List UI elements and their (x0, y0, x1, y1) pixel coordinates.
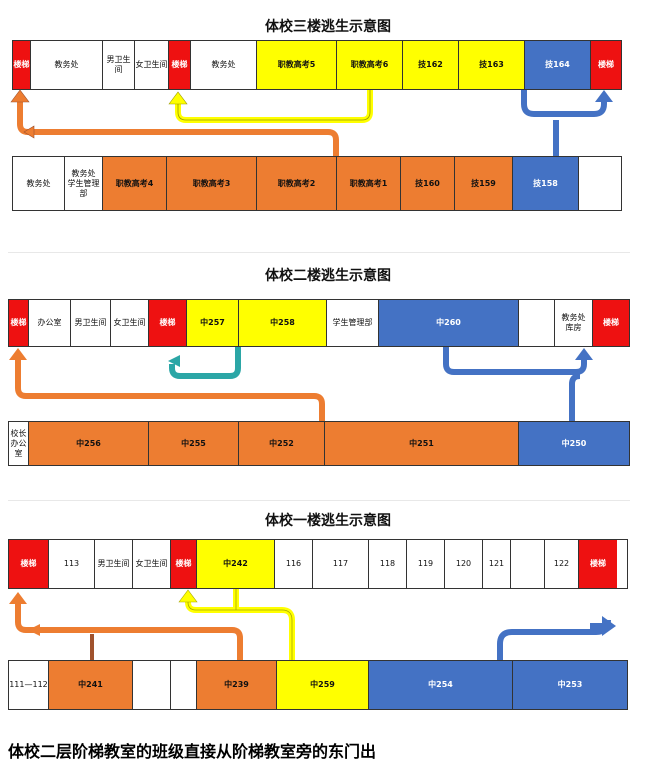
room-cell: 中252 (239, 422, 325, 465)
room-cell: 中257 (187, 300, 239, 346)
stairwell-cell: 楼梯 (13, 41, 31, 89)
room-cell: 职教高考2 (257, 157, 337, 210)
stairwell-cell: 楼梯 (9, 300, 29, 346)
room-cell: 教务处 学生管理部 (65, 157, 103, 210)
room-cell: 中242 (197, 540, 275, 588)
arrow-head-icon (10, 89, 30, 103)
evac-arrow-yellow-outline (187, 589, 293, 660)
floor2-title: 体校二楼逃生示意图 (265, 268, 391, 284)
room-cell (579, 157, 621, 210)
room-cell (519, 300, 555, 346)
room-cell: 中256 (29, 422, 149, 465)
room-cell: 119 (407, 540, 445, 588)
room-cell: 技160 (401, 157, 455, 210)
evac-arrow-yellow-outline (177, 90, 371, 121)
stairwell-cell: 楼梯 (149, 300, 187, 346)
room-cell: 技158 (513, 157, 579, 210)
arrow-head-icon (168, 355, 180, 367)
stairwell-cell: 楼梯 (591, 41, 621, 89)
evac-arrow-teal (169, 347, 241, 379)
stairwell-cell: 楼梯 (169, 41, 191, 89)
room-cell: 教务处 (13, 157, 65, 210)
room-cell: 中239 (197, 661, 277, 709)
room-cell (511, 540, 545, 588)
caption: 体校二层阶梯教室的班级直接从阶梯教室旁的东门出 (8, 742, 377, 761)
arrow-head-icon (23, 125, 35, 139)
room-cell: 技163 (459, 41, 525, 89)
room-cell: 技162 (403, 41, 459, 89)
room-cell: 职教高考5 (257, 41, 337, 89)
stairwell-cell: 楼梯 (171, 540, 197, 588)
arrow-head-icon (28, 624, 40, 636)
room-cell: 中260 (379, 300, 519, 346)
room-cell: 男卫生间 (103, 41, 135, 89)
room-cell: 中253 (513, 661, 627, 709)
room-cell: 职教高考6 (337, 41, 403, 89)
floor1-title: 体校一楼逃生示意图 (265, 513, 391, 529)
arrow-head-icon (575, 348, 593, 360)
room-cell: 111—112 (9, 661, 49, 709)
room-cell: 中258 (239, 300, 327, 346)
room-cell: 118 (369, 540, 407, 588)
room-cell: 教务处 库房 (555, 300, 593, 346)
room-cell: 办公室 (29, 300, 71, 346)
room-cell: 学生管理部 (327, 300, 379, 346)
evac-arrow-orange (15, 358, 325, 421)
room-cell: 男卫生间 (71, 300, 111, 346)
room-cell: 技159 (455, 157, 513, 210)
room-cell: 116 (275, 540, 313, 588)
arrow-head-icon (595, 90, 613, 102)
room-cell: 113 (49, 540, 95, 588)
room-cell: 120 (445, 540, 483, 588)
room-cell: 117 (313, 540, 369, 588)
room-cell: 职教高考1 (337, 157, 401, 210)
stairwell-cell: 楼梯 (579, 540, 617, 588)
evac-arrow-orange (17, 100, 339, 156)
room-cell: 女卫生间 (133, 540, 171, 588)
room-cell: 技164 (525, 41, 591, 89)
room-cell (171, 661, 197, 709)
arrow-head-icon (9, 592, 27, 604)
arrow-head-icon (602, 616, 616, 636)
evac-arrow-blue (521, 90, 607, 156)
room-cell: 女卫生间 (135, 41, 169, 89)
room-cell: 男卫生间 (95, 540, 133, 588)
room-cell (133, 661, 171, 709)
room-cell: 中259 (277, 661, 369, 709)
room-cell: 121 (483, 540, 511, 588)
arrow-head-icon (9, 348, 27, 360)
floor3-title: 体校三楼逃生示意图 (265, 19, 391, 35)
room-cell: 职教高考3 (167, 157, 257, 210)
evac-arrow-blue (443, 347, 587, 421)
room-cell: 中250 (519, 422, 629, 465)
room-cell: 中241 (49, 661, 133, 709)
arrow-head-icon (178, 589, 198, 603)
room-cell: 中251 (325, 422, 519, 465)
room-cell: 女卫生间 (111, 300, 149, 346)
room-cell: 中255 (149, 422, 239, 465)
room-cell: 教务处 (191, 41, 257, 89)
room-cell: 中254 (369, 661, 513, 709)
stairwell-cell: 楼梯 (9, 540, 49, 588)
room-cell: 职教高考4 (103, 157, 167, 210)
stairwell-cell: 楼梯 (593, 300, 629, 346)
evac-arrow-orange (15, 602, 243, 660)
room-cell: 教务处 (31, 41, 103, 89)
room-cell: 校长 办公 室 (9, 422, 29, 465)
arrow-head-icon (168, 91, 188, 105)
room-cell: 122 (545, 540, 579, 588)
